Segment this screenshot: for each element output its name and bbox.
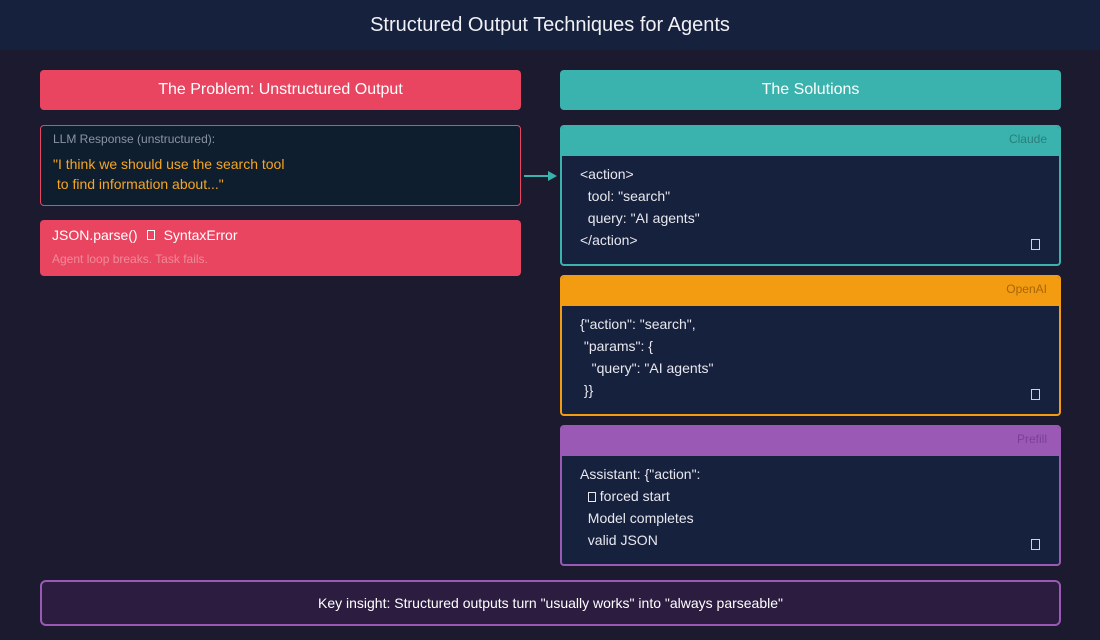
claude-code: <action> tool: "search" query: "AI agent… xyxy=(580,166,700,248)
prefill-line-3: Model completes valid JSON xyxy=(587,510,694,548)
check-icon xyxy=(1031,539,1040,550)
arrow-icon xyxy=(146,230,155,240)
llm-response-text: "I think we should use the search tool t… xyxy=(53,156,285,192)
llm-response-label: LLM Response (unstructured): xyxy=(53,132,216,146)
provider-label-openai: OpenAI xyxy=(1006,282,1047,296)
check-icon xyxy=(1031,389,1040,400)
page-title: Structured Output Techniques for Agents xyxy=(370,13,730,36)
provider-label-prefill: Prefill xyxy=(1016,432,1047,446)
prefill-line-1: Assistant: {"action": xyxy=(580,466,701,482)
error-call: JSON.parse() xyxy=(52,227,138,243)
problem-header: The Problem: Unstructured Output xyxy=(40,70,521,110)
error-result: SyntaxError xyxy=(163,227,238,243)
openai-band: OpenAI xyxy=(562,277,1059,306)
check-icon xyxy=(1031,239,1040,250)
prefill-code: Assistant: {"action": forced start Model… xyxy=(562,456,1059,551)
prefill-card: Prefill Assistant: {"action": forced sta… xyxy=(560,425,1061,566)
claude-band: Claude xyxy=(562,127,1059,156)
arrow-right-icon xyxy=(524,171,557,181)
prefill-band: Prefill xyxy=(562,427,1059,456)
openai-code: {"action": "search", "params": { "query"… xyxy=(580,316,714,398)
openai-card: OpenAI {"action": "search", "params": { … xyxy=(560,275,1061,416)
prefill-line-2: forced start xyxy=(599,488,670,504)
claude-card: Claude <action> tool: "search" query: "A… xyxy=(560,125,1061,266)
error-subtext: Agent loop breaks. Task fails. xyxy=(52,252,208,266)
arrow-icon xyxy=(587,492,596,502)
llm-response-box: LLM Response (unstructured): "I think we… xyxy=(40,125,521,206)
provider-label-claude: Claude xyxy=(1008,132,1047,146)
error-box: JSON.parse() SyntaxError Agent loop brea… xyxy=(40,220,521,276)
key-insight-box: Key insight: Structured outputs turn "us… xyxy=(40,580,1061,626)
title-bar: Structured Output Techniques for Agents xyxy=(0,0,1100,50)
key-insight-text: Key insight: Structured outputs turn "us… xyxy=(318,595,783,611)
error-line: JSON.parse() SyntaxError xyxy=(52,227,509,243)
solutions-header: The Solutions xyxy=(560,70,1061,110)
